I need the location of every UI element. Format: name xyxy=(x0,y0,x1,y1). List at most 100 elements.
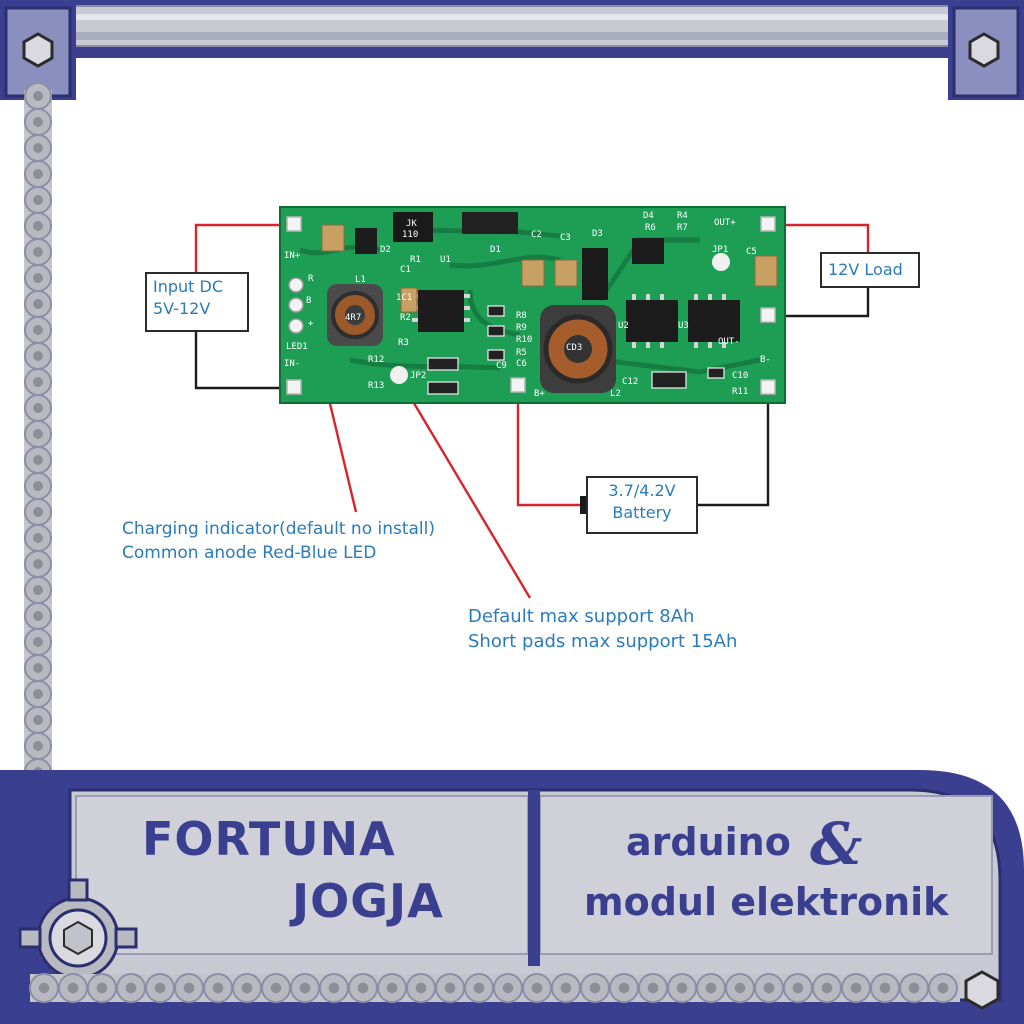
chain-link xyxy=(24,550,52,578)
silkscreen-label: D1 xyxy=(490,245,501,255)
capacity-callout-line-1: Default max support 8Ah xyxy=(468,606,695,627)
chain-link xyxy=(667,973,697,1003)
chain-link xyxy=(261,973,291,1003)
chain-link xyxy=(58,973,88,1003)
chain-link xyxy=(493,973,523,1003)
silkscreen-label: C3 xyxy=(560,233,571,243)
silkscreen-label: R12 xyxy=(368,355,384,365)
chain-link xyxy=(24,680,52,708)
chain-link xyxy=(696,973,726,1003)
silkscreen-label: JK xyxy=(406,219,417,229)
chain-link xyxy=(290,973,320,1003)
silkscreen-label: R11 xyxy=(732,387,748,397)
brand-name-line-1: FORTUNA xyxy=(142,812,396,866)
silkscreen-label: R9 xyxy=(516,323,527,333)
inductor-l1 xyxy=(327,284,383,346)
chain-link xyxy=(377,973,407,1003)
silkscreen-label: R6 xyxy=(645,223,656,233)
chain-link xyxy=(319,973,349,1003)
silkscreen-label: D2 xyxy=(380,245,391,255)
silkscreen-label: U3 xyxy=(678,321,689,331)
silkscreen-label: D4 xyxy=(643,211,654,221)
chain-link xyxy=(754,973,784,1003)
chain-link xyxy=(24,238,52,266)
chain-link xyxy=(145,973,175,1003)
chain-link xyxy=(24,446,52,474)
chain-link xyxy=(24,134,52,162)
silkscreen-label: R4 xyxy=(677,211,688,221)
silkscreen-label: R10 xyxy=(516,335,532,345)
silkscreen-label: D3 xyxy=(592,229,603,239)
silkscreen-label: OUT+ xyxy=(714,218,736,228)
chain-link xyxy=(348,973,378,1003)
silkscreen-label: U2 xyxy=(618,321,629,331)
silkscreen-label: L2 xyxy=(610,389,621,399)
load-label: 12V Load xyxy=(820,252,920,288)
tagline-line-2: modul elektronik xyxy=(584,880,949,924)
hex-bolt-icon xyxy=(968,32,1000,68)
chain-link xyxy=(24,342,52,370)
chain-link xyxy=(928,973,958,1003)
silkscreen-label: C12 xyxy=(622,377,638,387)
hex-bolt-icon xyxy=(964,970,1000,1010)
silkscreen-label: C5 xyxy=(746,247,757,257)
chain-link xyxy=(899,973,929,1003)
chain-link xyxy=(24,108,52,136)
silkscreen-label: 4R7 xyxy=(345,313,361,323)
silkscreen-label: JP2 xyxy=(410,371,426,381)
chain-link xyxy=(24,316,52,344)
chain-link xyxy=(24,394,52,422)
capacity-callout-line-2: Short pads max support 15Ah xyxy=(468,631,738,652)
chain-link xyxy=(812,973,842,1003)
chain-link xyxy=(24,498,52,526)
chain-link xyxy=(841,973,871,1003)
chain-link xyxy=(24,654,52,682)
silkscreen-label: + xyxy=(308,319,314,329)
chain-link xyxy=(87,973,117,1003)
battery-line-1: 3.7/4.2V xyxy=(608,481,676,500)
chain-link xyxy=(24,576,52,604)
inductor-l2 xyxy=(540,305,616,393)
battery-label: 3.7/4.2V Battery xyxy=(586,476,698,534)
chain-link xyxy=(116,973,146,1003)
chain-link xyxy=(783,973,813,1003)
silkscreen-label: R xyxy=(308,274,314,284)
input-dc-label: Input DC 5V-12V xyxy=(145,272,249,332)
silkscreen-label: IN+ xyxy=(284,251,301,261)
chain-link xyxy=(522,973,552,1003)
chain-link xyxy=(580,973,610,1003)
chain-link xyxy=(24,186,52,214)
bottom-chain xyxy=(29,973,960,1003)
brand-panel-left xyxy=(75,795,529,955)
chain-link xyxy=(638,973,668,1003)
chain-link xyxy=(24,82,52,110)
silkscreen-label: R5 xyxy=(516,348,527,358)
chain-link xyxy=(24,212,52,240)
silkscreen-label: 110 xyxy=(402,230,418,240)
hex-bolt-icon xyxy=(22,32,54,68)
chain-link xyxy=(232,973,262,1003)
pcb-board xyxy=(279,206,786,404)
chain-link xyxy=(24,368,52,396)
silkscreen-label: 1C1 xyxy=(396,293,412,303)
tagline-line-1: arduino xyxy=(626,820,791,864)
silkscreen-label: CD3 xyxy=(566,343,582,353)
tagline-ampersand: & xyxy=(810,810,863,878)
chain-link xyxy=(24,160,52,188)
chain-link xyxy=(24,420,52,448)
silkscreen-label: B+ xyxy=(534,389,545,399)
silkscreen-label: B xyxy=(306,296,311,306)
silkscreen-label: JP1 xyxy=(712,245,728,255)
chain-link xyxy=(29,973,59,1003)
chain-link xyxy=(464,973,494,1003)
led-callout-line-2: Common anode Red-Blue LED xyxy=(122,543,377,563)
silkscreen-label: R3 xyxy=(398,338,409,348)
silkscreen-label: C6 xyxy=(516,359,527,369)
load-label-text: 12V Load xyxy=(828,260,903,279)
led-callout-line-1: Charging indicator(default no install) xyxy=(122,519,436,539)
chain-link xyxy=(174,973,204,1003)
chain-link xyxy=(24,472,52,500)
chain-link xyxy=(725,973,755,1003)
ic-chips xyxy=(418,290,740,342)
silkscreen-label: U1 xyxy=(440,255,451,265)
